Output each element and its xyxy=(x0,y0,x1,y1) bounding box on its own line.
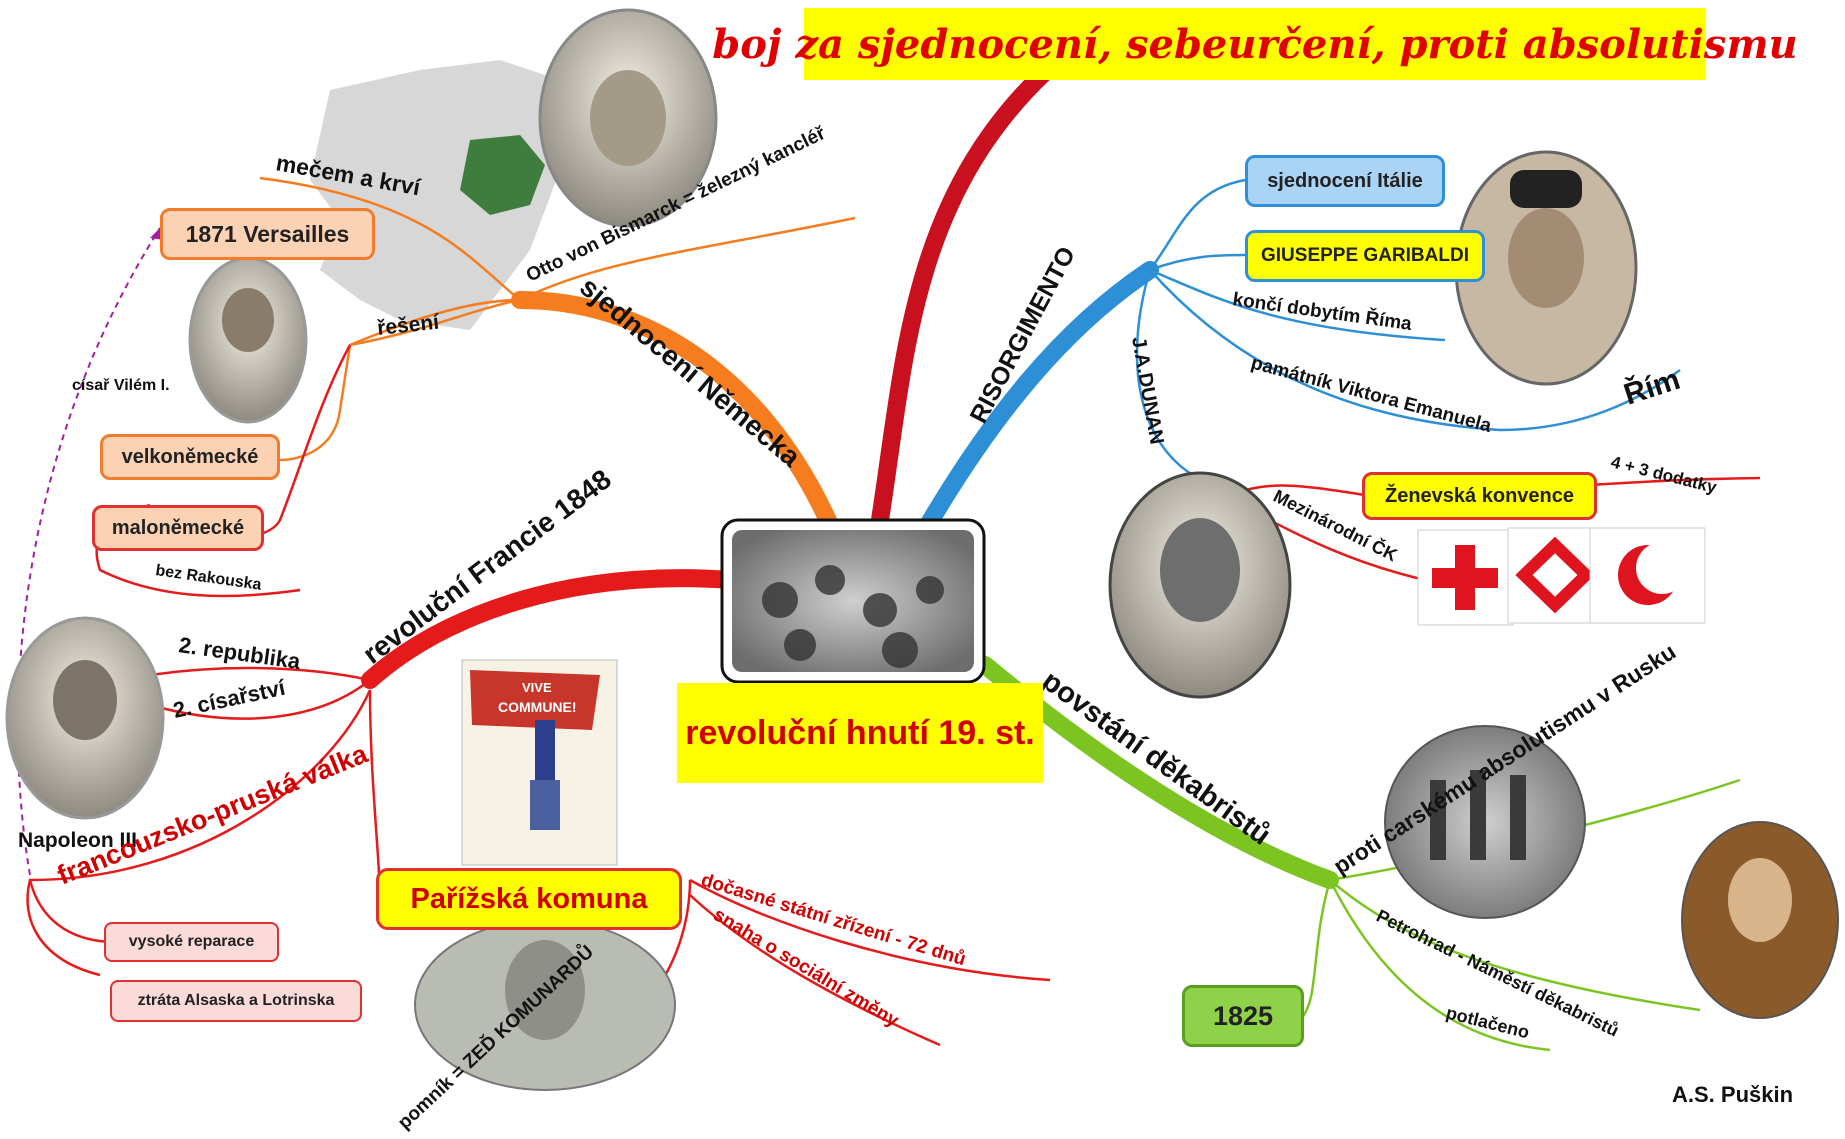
vilem-portrait xyxy=(188,256,308,424)
banner-title: boj za sjednocení, sebeurčení, proti abs… xyxy=(712,8,1798,80)
dashed-link-arrow xyxy=(16,227,161,876)
commune-poster xyxy=(461,659,618,866)
label-decembrists: povstání děkabristů xyxy=(1036,665,1276,852)
label-addenda: 4 + 3 dodatky xyxy=(1609,452,1719,497)
label-napoleon: Napoleon III. xyxy=(18,829,143,852)
year-1825-box[interactable]: 1825 xyxy=(1182,985,1304,1047)
italy-branch xyxy=(919,261,1159,534)
bismarck-portrait xyxy=(538,8,718,228)
italy-unification-box[interactable]: sjednocení Itálie xyxy=(1245,155,1445,207)
napoleon-portrait xyxy=(5,616,165,820)
france-branch xyxy=(361,569,739,689)
label-without-austria: bez Rakouska xyxy=(154,562,262,594)
label-france: revoluční Francie 1848 xyxy=(357,463,617,669)
label-rome: Řím xyxy=(1620,362,1684,412)
central-image xyxy=(720,518,986,684)
label-pushkin: A.S. Puškin xyxy=(1672,1082,1793,1107)
pushkin-portrait xyxy=(1681,821,1839,1019)
red-crystal-icon xyxy=(1507,527,1604,624)
geneva-convention-box[interactable]: Ženevská konvence xyxy=(1362,472,1597,520)
garibaldi-portrait xyxy=(1454,150,1638,386)
label-germany: sjednocení Německa xyxy=(574,271,806,473)
commune-wall-photo xyxy=(414,919,676,1091)
paris-commune-box[interactable]: Pařížská komuna xyxy=(376,868,682,930)
dunan-portrait xyxy=(1108,471,1292,699)
central-title: revoluční hnutí 19. st. xyxy=(677,683,1043,783)
label-rome-conquest: končí dobytím Říma xyxy=(1231,288,1413,335)
greater-german-box[interactable]: velkoněmecké xyxy=(100,434,280,480)
versailles-box[interactable]: 1871 Versailles xyxy=(160,208,375,260)
decembrists-photo xyxy=(1384,725,1586,919)
flag-text-2: COMMUNE! xyxy=(498,699,577,715)
label-dunan: J.A.DUNAN xyxy=(1127,335,1168,446)
red-cross-icon xyxy=(1417,529,1514,626)
banner-branch xyxy=(871,63,1054,529)
red-crescent-icon xyxy=(1589,527,1706,624)
europe-map xyxy=(310,60,560,330)
germany-branch xyxy=(511,291,839,534)
label-empire: 2. císařství xyxy=(171,675,288,723)
label-emperor: císař Vilém I. xyxy=(72,377,170,394)
flag-text-1: VIVE xyxy=(522,680,552,695)
territory-loss-box[interactable]: ztráta Alsaska a Lotrinska xyxy=(110,980,362,1022)
reparations-box[interactable]: vysoké reparace xyxy=(104,922,279,962)
label-monument: památník Viktora Emanuela xyxy=(1249,353,1494,438)
label-solution: řešení xyxy=(376,311,441,340)
lesser-german-box[interactable]: maloněmecké xyxy=(92,505,264,551)
garibaldi-box[interactable]: GIUSEPPE GARIBALDI xyxy=(1245,230,1485,282)
